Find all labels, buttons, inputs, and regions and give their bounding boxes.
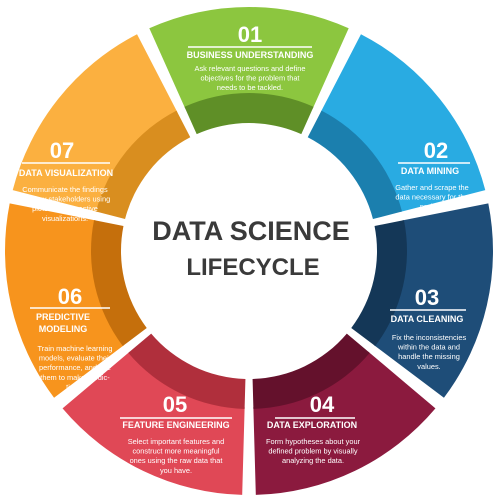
segment-description-line: handle the missing <box>398 352 460 361</box>
segment-description-line: Train machine learning <box>38 344 113 353</box>
segment-01-inner-ring <box>184 92 314 135</box>
segment-description-line: plots and interactive <box>32 204 98 213</box>
segment-title: FEATURE ENGINEERING <box>122 420 229 430</box>
segment-title: MODELING <box>39 324 88 334</box>
segment-description-line: values. <box>417 362 440 371</box>
center-circle <box>124 126 374 376</box>
segments-layer <box>4 6 493 495</box>
segment-07 <box>12 34 178 213</box>
segment-number: 01 <box>238 22 262 47</box>
segment-number: 02 <box>424 138 448 163</box>
segment-description-line: needs to be tackled. <box>217 83 283 92</box>
segment-number: 04 <box>310 392 335 417</box>
segment-description-line: ones using the raw data that <box>130 456 223 465</box>
segment-description-line: models, evaluate their <box>39 354 112 363</box>
segment-description-line: performance, and use <box>39 363 111 372</box>
segment-03-inner-ring <box>351 220 407 347</box>
segment-03 <box>373 203 493 398</box>
segment-description-line: Select important features and <box>128 437 225 446</box>
segment-description-line: Fix the inconsistencies <box>392 333 467 342</box>
segment-number: 05 <box>163 392 187 417</box>
segment-description-line: construct more meaningful <box>132 447 219 456</box>
segment-description-line: Communicate the findings <box>22 185 108 194</box>
inner-ring-layer <box>90 92 407 409</box>
segment-01 <box>149 6 349 109</box>
segment-description-line: tions. <box>66 382 84 391</box>
segment-description-line: data necessary for the <box>395 193 468 202</box>
center-title-line2: LIFECYCLE <box>186 254 319 281</box>
segment-title: DATA VISUALIZATION <box>19 168 113 178</box>
segment-description-line: visualizations. <box>42 214 88 223</box>
segment-description-line: you have. <box>160 466 192 475</box>
segment-description-line: defined problem by visually <box>268 447 357 456</box>
segment-number: 03 <box>415 285 439 310</box>
segment-02-inner-ring <box>307 110 402 220</box>
segment-title: PREDICTIVE <box>36 312 90 322</box>
segment-07-inner-ring <box>96 110 191 220</box>
segment-05-inner-ring <box>128 333 246 409</box>
segment-06 <box>4 203 125 398</box>
center-title-line1: DATA SCIENCE <box>152 216 350 246</box>
segment-title: BUSINESS UNDERSTANDING <box>187 50 314 60</box>
segment-description-line: Gather and scrape the <box>395 183 469 192</box>
segment-description-line: Ask relevant questions and define <box>195 64 306 73</box>
segment-02 <box>320 34 486 213</box>
segment-title: DATA CLEANING <box>391 314 464 324</box>
segment-number: 06 <box>58 284 82 309</box>
segment-description-line: objectives for the problem that <box>200 74 299 83</box>
segment-description-line: project. <box>420 202 444 211</box>
segment-06-inner-ring <box>90 220 147 347</box>
segment-description-line: analyzing the data. <box>282 456 344 465</box>
segment-04 <box>253 351 436 495</box>
segment-title: DATA EXPLORATION <box>267 420 357 430</box>
segment-description-line: with key stakeholders using <box>19 195 110 204</box>
segment-title: DATA MINING <box>401 166 459 176</box>
segment-description-line: within the data and <box>397 343 460 352</box>
segment-description-line: Form hypotheses about your <box>266 437 361 446</box>
segment-05 <box>62 351 245 495</box>
segment-04-inner-ring <box>252 333 370 409</box>
segment-description-line: them to make predic- <box>40 373 110 382</box>
segment-number: 07 <box>50 138 74 163</box>
